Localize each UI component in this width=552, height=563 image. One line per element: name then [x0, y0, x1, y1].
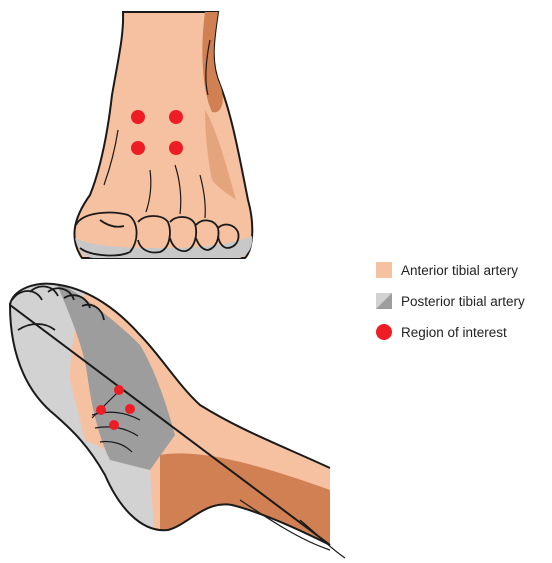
anterior-swatch-icon — [376, 262, 392, 278]
region-dot — [125, 404, 135, 414]
top-foot — [74, 12, 252, 258]
legend-label: Region of interest — [401, 325, 507, 340]
posterior-swatch-icon — [376, 293, 392, 309]
region-swatch-icon — [376, 324, 392, 340]
region-dot — [131, 110, 145, 124]
legend-item-anterior: Anterior tibial artery — [376, 262, 552, 278]
legend-item-region: Region of interest — [376, 324, 552, 340]
region-dot — [169, 141, 183, 155]
bottom-foot — [0, 270, 345, 558]
legend-label: Anterior tibial artery — [401, 263, 518, 278]
region-dot — [109, 420, 119, 430]
region-dot — [169, 110, 183, 124]
region-dot — [131, 141, 145, 155]
legend-label: Posterior tibial artery — [401, 294, 525, 309]
legend-item-posterior: Posterior tibial artery — [376, 293, 552, 309]
region-dot — [114, 385, 124, 395]
legend: Anterior tibial artery Posterior tibial … — [376, 262, 552, 355]
region-dot — [96, 405, 106, 415]
